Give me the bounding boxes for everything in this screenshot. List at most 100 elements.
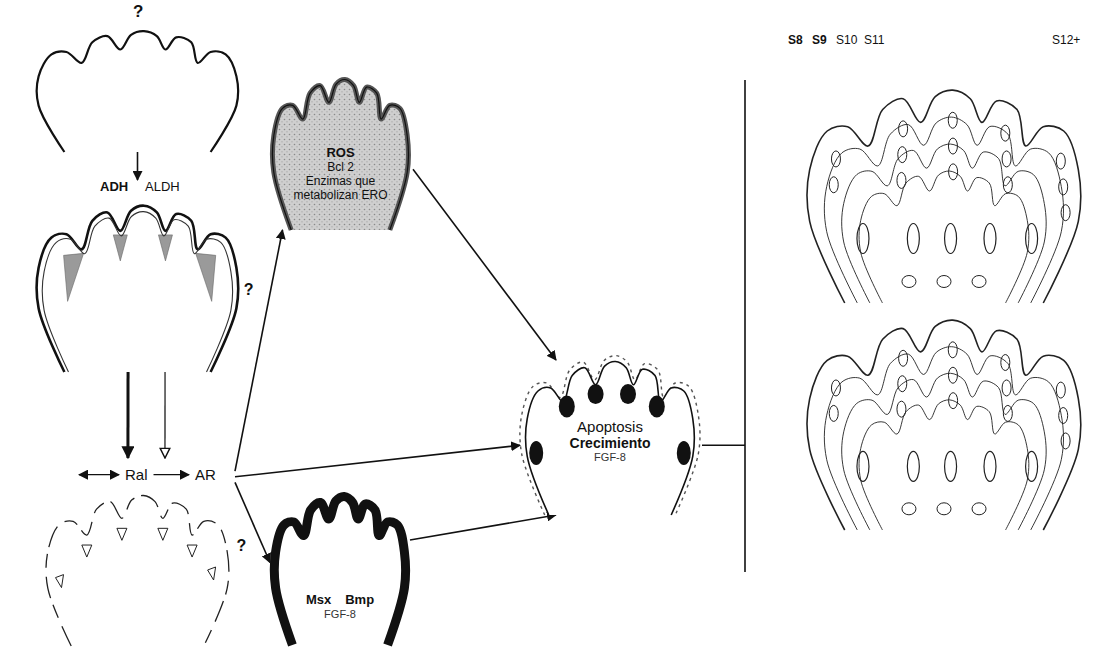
phalanx [1061, 433, 1070, 449]
metacarpal [984, 224, 996, 254]
carpal [937, 503, 951, 515]
phalanx [948, 342, 957, 358]
node-heading: AR [195, 466, 216, 483]
heading-holder: ALDH [145, 180, 180, 195]
limb-inner-outline [42, 212, 232, 372]
stage-label: S9 [812, 34, 827, 48]
phalanx [829, 177, 838, 193]
phalanx [1061, 205, 1070, 221]
limb-node: ROSBcl 2Enzimas que metabolizan ERO [268, 78, 413, 230]
flow-arrow [413, 169, 556, 360]
phalanx [1002, 151, 1011, 167]
limb-halo [520, 356, 700, 515]
stage-outline [859, 171, 1029, 303]
label-holder: S10 [836, 34, 857, 48]
metacarpal [1026, 451, 1038, 481]
heading-holder: AR [195, 466, 216, 483]
text-row: Apoptosis [577, 418, 643, 435]
text-stack: ROSBcl 2Enzimas que metabolizan ERO [268, 146, 413, 202]
text-row: ROS [326, 146, 354, 161]
limb-outline [46, 496, 229, 646]
conversion-arrow [154, 474, 189, 475]
small-triangle [187, 545, 197, 557]
shaded-zone [113, 235, 127, 261]
stage-label: S11 [864, 34, 884, 48]
limb-outline [37, 206, 239, 372]
limb-filled [272, 80, 408, 230]
flow-arrow [235, 482, 270, 562]
node-text: Apoptosis [577, 418, 643, 435]
small-triangle [158, 528, 168, 540]
small-triangle [82, 545, 92, 557]
stage-outline [842, 144, 1046, 303]
label-holder: ? [235, 537, 249, 555]
flow-arrow [235, 230, 283, 471]
metacarpal [945, 224, 957, 254]
flow-arrow [410, 515, 556, 540]
carpal [937, 276, 951, 288]
small-triangle [56, 575, 64, 588]
text-row: FGF-8 [594, 451, 626, 464]
heading-holder: ? [133, 2, 143, 22]
node-text: Enzimas que metabolizan ERO [289, 175, 393, 203]
flow-arrow [164, 372, 165, 458]
skeleton-limb [807, 90, 1081, 303]
label-holder: S9 [812, 34, 827, 48]
stage-outline [842, 373, 1046, 530]
metacarpal [907, 451, 919, 481]
node-heading: ? [133, 2, 143, 22]
apoptotic-zone [529, 441, 543, 465]
node-text: Crecimiento [570, 435, 651, 451]
metacarpal [945, 451, 957, 481]
phalanx [899, 121, 908, 137]
shaded-zone [158, 235, 172, 261]
phalanx [899, 350, 908, 366]
node-text: Msx [306, 593, 331, 608]
node-heading: ADH [100, 180, 128, 195]
phalanx [897, 401, 906, 417]
small-triangle [208, 567, 216, 580]
edge-label: ? [242, 281, 256, 299]
flow-arrow [126, 372, 129, 458]
stage-outline [807, 90, 1081, 303]
limb-outline [37, 31, 239, 152]
phalanx [831, 380, 840, 396]
node-text: FGF-8 [324, 608, 356, 621]
node-text: ROS [326, 146, 354, 161]
limb-node: MsxBmpFGF-8 [270, 495, 410, 645]
limb-outline [40, 458, 235, 646]
phalanx [1001, 125, 1010, 141]
text-stack: ApoptosisCrecimientoFGF-8 [520, 418, 700, 464]
metacarpal [1026, 224, 1038, 254]
apoptotic-zone [649, 396, 665, 418]
edge-label: ? [235, 537, 249, 555]
stage-label: S10 [836, 34, 857, 48]
metacarpal [907, 224, 919, 254]
limb-node: Ral AR [40, 458, 235, 646]
heading-holder: Ral [125, 466, 148, 483]
limb-node: ApoptosisCrecimientoFGF-8 [520, 360, 700, 515]
node-text: Bcl 2 [327, 161, 354, 175]
double-arrow [79, 474, 119, 475]
small-triangle [117, 528, 127, 540]
limb-band [274, 496, 405, 645]
stage-label: S8 [788, 34, 803, 48]
label-holder: S8 [788, 34, 803, 48]
stage-outline [859, 400, 1029, 530]
node-text: FGF-8 [594, 451, 626, 464]
metacarpal [984, 451, 996, 481]
phalanx [898, 147, 907, 163]
heading-holder: ADH [100, 180, 128, 195]
phalanx [949, 393, 958, 409]
apoptotic-zone [588, 384, 604, 404]
phalanx [1003, 405, 1012, 421]
skeleton-limb [807, 320, 1081, 530]
bracket-line [702, 445, 745, 446]
metacarpal [857, 224, 869, 254]
node-heading: Ral [125, 466, 148, 483]
shaded-zone [196, 253, 216, 301]
carpal [902, 276, 916, 288]
carpal [972, 276, 986, 288]
